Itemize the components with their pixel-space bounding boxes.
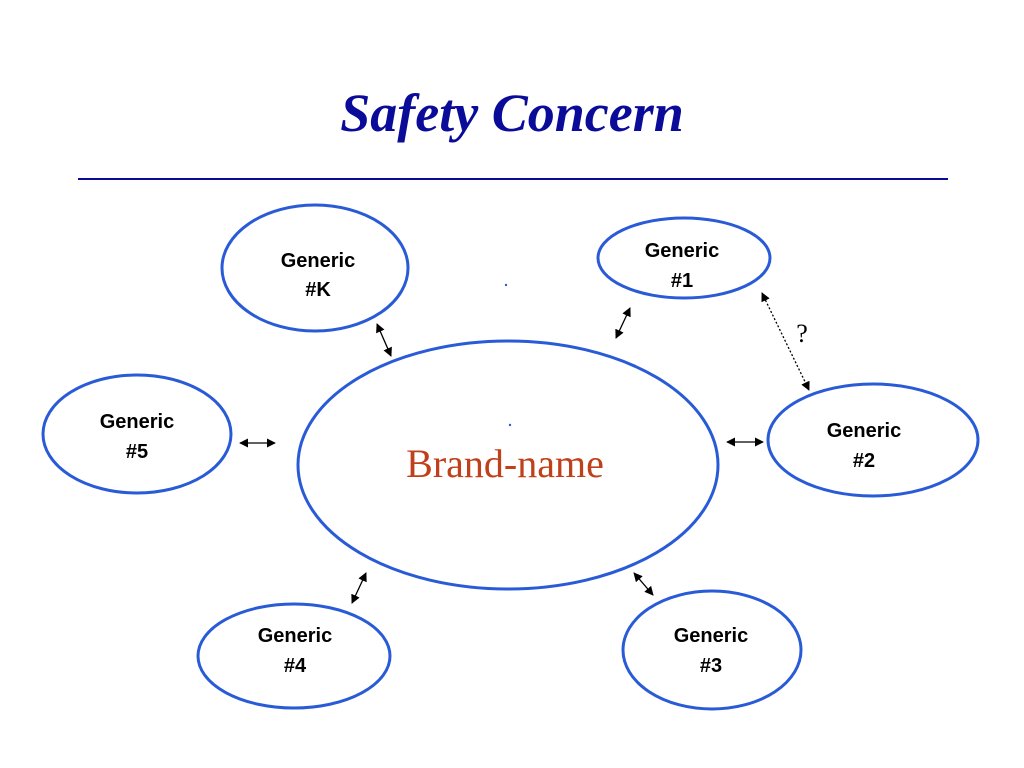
generic-5-label-line2: #5: [126, 441, 148, 463]
generic-4-ellipse: [196, 602, 392, 710]
arrow-generic-4-brand: [351, 572, 367, 604]
generic-1-label-line1: Generic: [645, 240, 719, 262]
generic-1-ellipse: [596, 216, 772, 300]
generic-k-label-line2: #K: [305, 279, 331, 301]
stray-dot: [508, 423, 512, 427]
generic-2-label-line2: #2: [853, 450, 875, 472]
stray-dot: [504, 283, 508, 287]
generic-1-label-line2: #1: [671, 270, 693, 292]
generic-5-label-line1: Generic: [100, 411, 174, 433]
brand-name-label: Brand-name: [406, 441, 604, 486]
generic-3-ellipse: [621, 589, 803, 711]
slide-title: Safety Concern: [340, 83, 684, 143]
generic-3-label-line1: Generic: [674, 625, 748, 647]
generic-2-ellipse: [766, 382, 980, 498]
generic-4-label-line1: Generic: [258, 625, 332, 647]
generic-k-ellipse: [220, 203, 410, 333]
dotted-arrow-generic-1-generic-2: [761, 292, 810, 391]
generic-3-label-line2: #3: [700, 655, 722, 677]
generic-2-label-line1: Generic: [827, 420, 901, 442]
title-divider: [78, 178, 948, 180]
uncertain-link-label: ?: [796, 319, 808, 348]
generic-k-label-line1: Generic: [281, 250, 355, 272]
arrow-generic-1-brand: [615, 307, 631, 339]
generic-5-ellipse: [41, 373, 233, 495]
arrow-generic-k-brand: [376, 323, 392, 357]
generic-4-label-line2: #4: [284, 655, 307, 677]
brand-name-ellipse: [296, 339, 720, 591]
arrow-generic-3-brand: [633, 572, 654, 596]
